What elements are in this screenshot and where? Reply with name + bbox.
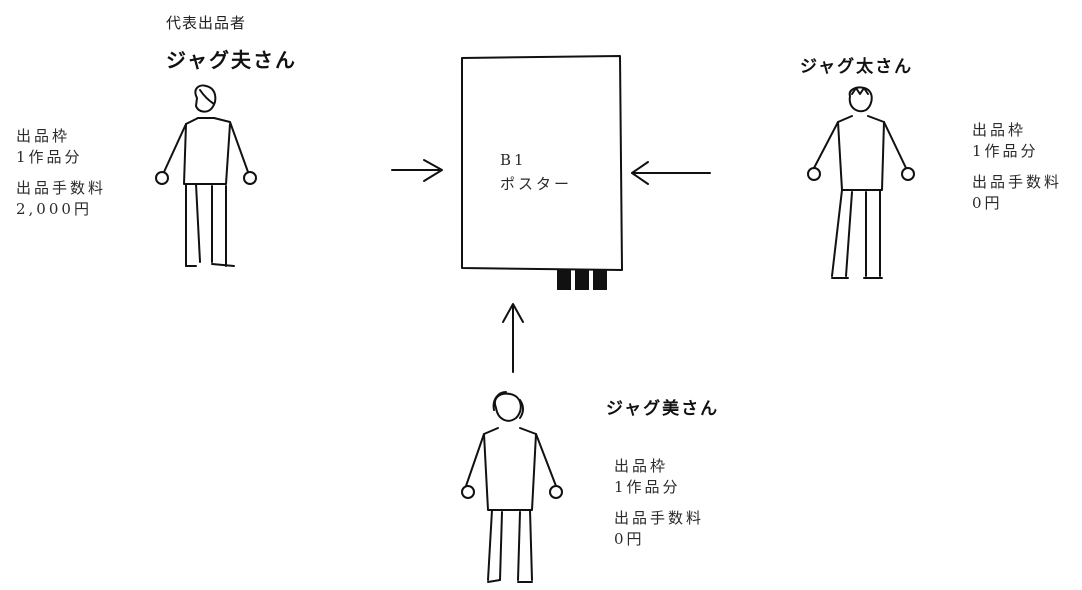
arrow-from-left bbox=[391, 159, 443, 182]
bottom-slot-value: 1作品分 bbox=[614, 478, 681, 496]
bottom-fee-value: 0円 bbox=[614, 530, 645, 548]
right-slot-value: 1作品分 bbox=[972, 142, 1039, 160]
poster-size: B1 bbox=[500, 151, 527, 169]
poster-slot-2 bbox=[575, 270, 589, 290]
bottom-person-info: 出品枠 1作品分 出品手数料 0円 bbox=[614, 456, 704, 550]
bottom-person-figure bbox=[461, 391, 563, 583]
poster-label: ポスター bbox=[500, 175, 573, 193]
left-person-name: ジャグ夫さん bbox=[166, 48, 297, 72]
arrow-from-right bbox=[631, 161, 711, 185]
right-person-info: 出品枠 1作品分 出品手数料 0円 bbox=[972, 120, 1062, 214]
poster-slot-1 bbox=[557, 270, 571, 290]
right-fee-label: 出品手数料 bbox=[972, 173, 1063, 191]
poster-text: B1 ポスター bbox=[500, 148, 572, 196]
left-fee-value: 2,000円 bbox=[16, 200, 92, 218]
left-person-info: 出品枠 1作品分 出品手数料 2,000円 bbox=[16, 126, 106, 220]
left-slot-value: 1作品分 bbox=[16, 148, 83, 166]
poster-board bbox=[461, 55, 623, 271]
right-person-name: ジャグ太さん bbox=[800, 57, 914, 77]
right-person-figure bbox=[807, 86, 915, 279]
left-person-role: 代表出品者 bbox=[166, 14, 247, 32]
left-fee-label: 出品手数料 bbox=[16, 179, 107, 197]
bottom-fee-label: 出品手数料 bbox=[614, 509, 705, 527]
left-person-figure bbox=[155, 84, 257, 267]
right-fee-value: 0円 bbox=[972, 194, 1003, 212]
bottom-person-name: ジャグ美さん bbox=[606, 399, 720, 419]
arrow-from-bottom bbox=[502, 303, 524, 373]
right-slot-label: 出品枠 bbox=[972, 121, 1027, 139]
poster-slot-3 bbox=[593, 270, 607, 290]
left-slot-label: 出品枠 bbox=[16, 127, 71, 145]
bottom-slot-label: 出品枠 bbox=[614, 457, 669, 475]
